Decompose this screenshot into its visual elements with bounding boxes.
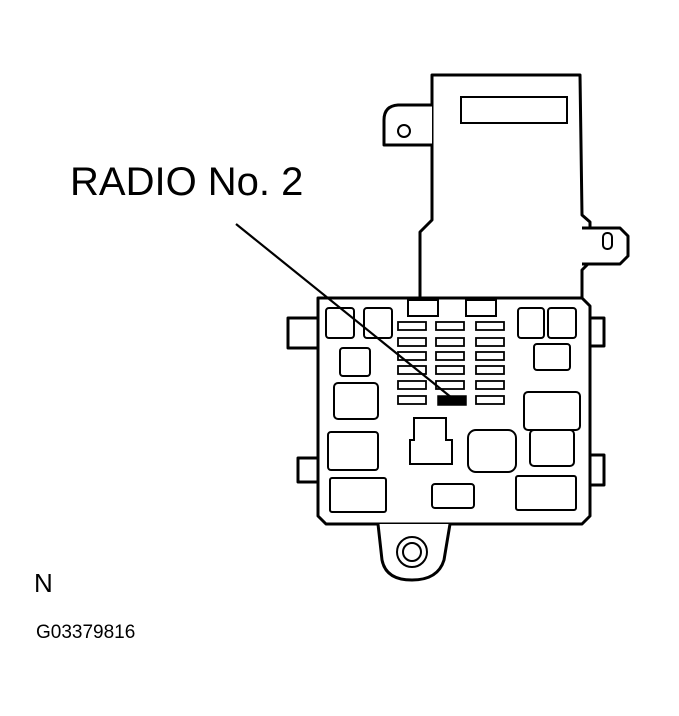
connector-right-lower: [515, 475, 577, 511]
fuse: [397, 380, 427, 390]
relay-socket-top-right-a: [517, 307, 545, 339]
fuse: [397, 321, 427, 331]
relay-socket-top-left-b: [363, 307, 393, 339]
relay-socket-top-left-a: [325, 307, 355, 339]
fuse: [435, 337, 465, 347]
fuse: [475, 337, 505, 347]
fuse: [435, 351, 465, 361]
connector-left-lower: [329, 477, 387, 513]
fuse-grid: [397, 321, 505, 406]
connector-center-right: [467, 429, 517, 473]
relay-socket-mid-right: [533, 343, 571, 371]
top-connector-right: [465, 299, 497, 317]
connector-left-middle: [327, 431, 379, 471]
callout-leader-line: [235, 223, 453, 399]
fuse: [435, 321, 465, 331]
side-tab-right-lower: [588, 453, 606, 487]
top-connector-left: [407, 299, 439, 317]
fuse: [475, 321, 505, 331]
fuse: [435, 365, 465, 375]
radio-no2-fuse-highlighted: [437, 395, 467, 406]
fuse-block-body: [286, 296, 606, 582]
callout-label: RADIO No. 2: [70, 160, 304, 204]
bracket-mount-slot-right: [602, 232, 613, 250]
fuse: [475, 365, 505, 375]
connector-bottom-center: [431, 483, 475, 509]
connector-right-upper: [523, 391, 581, 431]
fuse: [397, 351, 427, 361]
figure-id: G03379816: [36, 622, 136, 643]
connector-sockets: [325, 299, 581, 513]
fuse: [397, 337, 427, 347]
side-tab-left-lower: [296, 456, 320, 484]
fuse: [475, 351, 505, 361]
connector-left-upper: [333, 382, 379, 420]
bracket-label-window: [460, 96, 568, 124]
fuse: [475, 380, 505, 390]
side-tab-right-upper: [588, 316, 606, 348]
relay-socket-top-right-b: [547, 307, 577, 339]
bracket-tab-left: [382, 103, 432, 147]
upper-bracket: [382, 73, 630, 302]
fuse: [397, 395, 427, 405]
side-tab-left-upper: [286, 316, 320, 350]
fuse: [475, 395, 505, 405]
direction-indicator: N: [34, 568, 53, 598]
connector-center: [409, 417, 453, 465]
bracket-mount-hole-left: [397, 124, 411, 138]
connector-right-middle: [529, 429, 575, 467]
relay-socket-mid-left: [339, 347, 371, 377]
